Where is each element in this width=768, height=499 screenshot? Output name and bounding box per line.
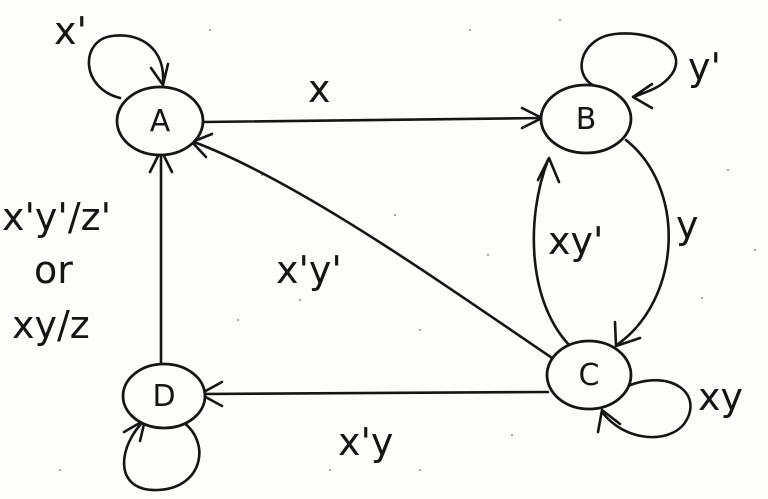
edge-b-to-c <box>616 138 670 346</box>
label-d-to-a-line-2: or <box>34 248 73 292</box>
node-b: B <box>539 83 633 155</box>
paper-texture <box>59 19 756 471</box>
label-a-to-b: x <box>308 67 331 111</box>
arrowhead-b-to-c <box>613 320 642 348</box>
label-c-to-a: x'y' <box>276 248 342 292</box>
node-a: A <box>115 85 205 157</box>
label-c-to-b: xy' <box>548 219 603 263</box>
arrowhead-loop-a <box>149 62 170 87</box>
edge-loop-c <box>600 378 692 439</box>
label-loop-b: y' <box>688 45 721 89</box>
edge-c-to-d <box>198 390 550 396</box>
edge-loop-a <box>87 34 165 100</box>
arrowhead-loop-b <box>631 82 654 110</box>
node-c-label: C <box>579 358 600 393</box>
label-loop-c: xy <box>698 375 743 419</box>
node-a-label: A <box>150 104 171 139</box>
edge-c-to-a <box>192 140 560 364</box>
label-c-to-d: x'y <box>338 420 393 464</box>
arrowhead-c-to-b <box>536 156 561 184</box>
node-c: C <box>545 339 633 411</box>
node-b-label: B <box>576 102 597 137</box>
edge-c-to-b <box>532 158 574 350</box>
edge-a-to-b <box>201 116 544 124</box>
label-d-to-a-line-1: x'y'/z' <box>2 195 111 239</box>
label-b-to-c: y <box>676 203 699 247</box>
edge-loop-d <box>122 418 201 492</box>
label-loop-a: x' <box>54 9 87 53</box>
label-d-to-a-line-3: xy/z <box>12 303 90 347</box>
edge-loop-b <box>580 32 678 98</box>
node-d-label: D <box>152 379 175 414</box>
node-d: D <box>121 362 207 430</box>
arrowhead-loop-c <box>596 408 622 434</box>
